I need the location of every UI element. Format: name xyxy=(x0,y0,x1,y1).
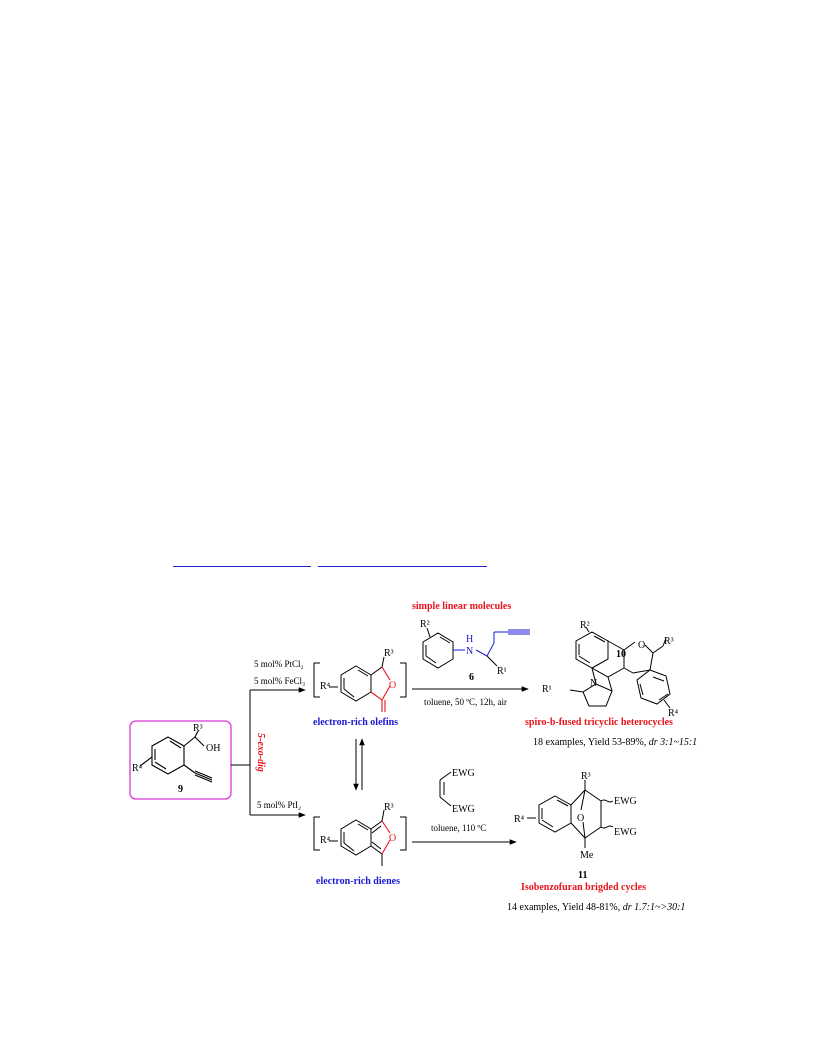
o-bridge-label-11: O xyxy=(577,813,584,824)
compound-number-11: 11 xyxy=(578,870,587,881)
r3-label-olefin: R³ xyxy=(384,648,394,659)
r1-label-6: R¹ xyxy=(497,666,507,677)
r3-label-9: R³ xyxy=(193,723,203,734)
equilibrium-arrows xyxy=(353,738,365,791)
ewg-bottom-dienophile: EWG xyxy=(452,804,475,815)
exo-dig-label: 5-exo-dig xyxy=(255,733,266,772)
oh-label-9: OH xyxy=(206,743,220,754)
o-label-10: O xyxy=(638,640,645,651)
bottom-arrow-conditions: toluene, 110 ºC xyxy=(431,823,486,833)
o-label-diene: O xyxy=(389,833,396,844)
ewg-top-dienophile: EWG xyxy=(452,768,475,779)
r2-label-6: R² xyxy=(420,619,430,630)
ewg-top-11: EWG xyxy=(614,796,637,807)
ewg-bottom-11: EWG xyxy=(614,827,637,838)
r4-label-9: R⁴ xyxy=(132,763,143,774)
compound-number-6: 6 xyxy=(469,672,474,683)
electron-rich-olefins-label: electron-rich olefins xyxy=(313,717,398,728)
reagent-6: R² H N R¹ 6 xyxy=(420,619,530,683)
catalyst-pti2: 5 mol% PtI₂ xyxy=(257,800,301,810)
isobenzofuran-title: Isobenzofuran brigded cycles xyxy=(521,882,646,893)
compound-number-10: 10 xyxy=(616,649,626,660)
spiro-yield-dr: dr 3:1~15:1 xyxy=(649,737,697,748)
hyperlink-underline-2[interactable] xyxy=(318,566,487,567)
iso-yield-plain: 14 examples, Yield 48-81%, xyxy=(507,902,623,913)
r4-label-10: R⁴ xyxy=(668,708,679,719)
r3-label-diene: R³ xyxy=(384,802,394,813)
spiro-yield: 18 examples, Yield 53-89%, dr 3:1~15:1 xyxy=(533,737,697,748)
isobenzofuran-yield: 14 examples, Yield 48-81%, dr 1.7:1~>30:… xyxy=(507,902,685,913)
r3-label-11: R³ xyxy=(581,771,591,782)
electron-rich-dienes-label: electron-rich dienes xyxy=(316,876,400,887)
spiro-yield-plain: 18 examples, Yield 53-89%, xyxy=(533,737,649,748)
me-label-11: Me xyxy=(580,850,594,861)
n-label-6: N xyxy=(466,646,473,657)
r3-label-10: R³ xyxy=(664,636,674,647)
starting-material-9: R³ OH R⁴ 9 xyxy=(129,720,232,800)
catalyst-ptcl2: 5 mol% PtCl₂ xyxy=(254,659,304,669)
r4-label-11: R⁴ xyxy=(514,814,525,825)
compound-number-9: 9 xyxy=(178,784,183,795)
product-11: R³ EWG EWG O Me R⁴ 11 Isobenzofuran brig… xyxy=(507,771,685,913)
n-label-10: N xyxy=(590,678,597,689)
benzene-ring-9 xyxy=(139,730,213,783)
r4-label-diene: R⁴ xyxy=(320,835,331,846)
highlight-box xyxy=(129,720,232,800)
olefin-intermediate: R³ O R⁴ electron-rich olefins xyxy=(313,648,407,728)
dienophile: EWG EWG xyxy=(439,768,475,815)
h-label-6: H xyxy=(466,634,473,645)
r1-label-10: R¹ xyxy=(542,684,552,695)
hyperlink-underline-1[interactable] xyxy=(173,566,311,567)
branch-lines xyxy=(231,687,306,818)
o-label-olefin: O xyxy=(389,680,396,691)
diene-intermediate: R³ O R⁴ electron-rich dienes xyxy=(313,802,407,887)
iso-yield-dr: dr 1.7:1~>30:1 xyxy=(623,902,686,913)
r4-label-olefin: R⁴ xyxy=(320,681,331,692)
simple-linear-molecules-label: simple linear molecules xyxy=(412,601,511,612)
catalyst-fecl3: 5 mol% FeCl₃ xyxy=(254,676,305,686)
product-10: R² O R³ N R¹ R⁴ 10 spiro-b-fused tricycl… xyxy=(525,620,697,748)
top-arrow-conditions: toluene, 50 ºC, 12h, air xyxy=(424,697,507,707)
spiro-title: spiro-b-fused tricyclic heterocycles xyxy=(525,717,673,728)
r2-label-10: R² xyxy=(580,620,590,631)
